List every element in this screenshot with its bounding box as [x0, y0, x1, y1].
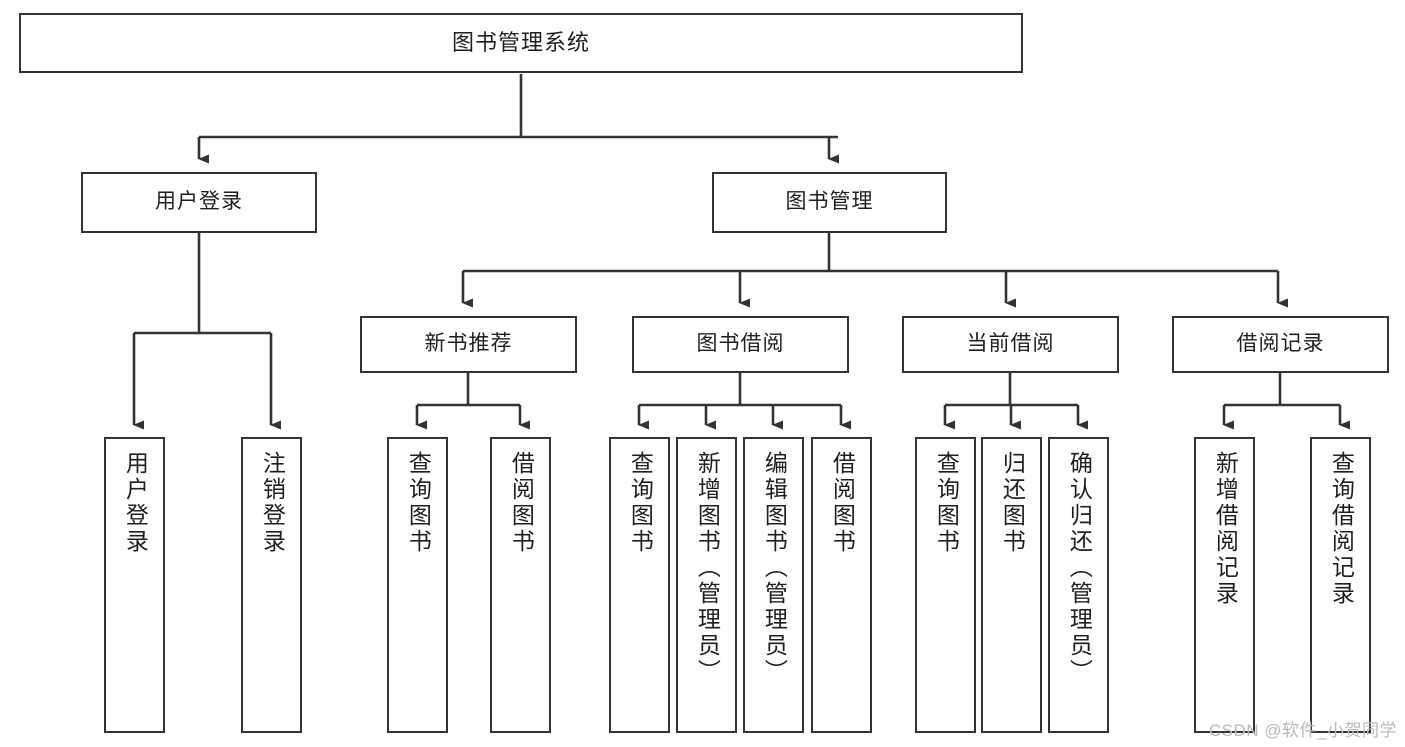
node-label: 新增图书（管理员）	[694, 451, 721, 685]
node-label: 图书管理	[785, 190, 874, 214]
node-label: 图书管理系统	[451, 30, 590, 56]
node-label: 查询图书	[627, 451, 654, 555]
node-leaf-query-book-2[interactable]: 查询图书	[609, 437, 670, 733]
node-label: 归还图书	[999, 451, 1026, 555]
node-label: 注销登录	[259, 451, 286, 555]
node-label: 用户登录	[122, 451, 149, 555]
node-label: 图书借阅	[696, 332, 785, 356]
node-leaf-query-record[interactable]: 查询借阅记录	[1310, 437, 1371, 733]
node-label: 用户登录	[155, 190, 243, 214]
node-leaf-add-record[interactable]: 新增借阅记录	[1194, 437, 1255, 733]
node-leaf-query-book-3[interactable]: 查询图书	[915, 437, 976, 733]
node-leaf-user-login[interactable]: 用户登录	[104, 437, 165, 733]
node-book-borrow[interactable]: 图书借阅	[632, 316, 849, 373]
csdn-watermark: CSDN @软件_小贺同学	[1208, 721, 1397, 740]
node-label: 确认归还（管理员）	[1066, 451, 1093, 685]
node-label: 查询图书	[405, 451, 432, 555]
node-current-borrow[interactable]: 当前借阅	[902, 316, 1119, 373]
node-label: 查询图书	[933, 451, 960, 555]
node-book-management-system[interactable]: 图书管理系统	[19, 13, 1023, 73]
node-book-manage[interactable]: 图书管理	[712, 172, 947, 233]
node-user-login[interactable]: 用户登录	[81, 172, 317, 233]
node-label: 新书推荐	[424, 332, 513, 356]
node-leaf-confirm-return[interactable]: 确认归还（管理员）	[1048, 437, 1109, 733]
node-label: 借阅记录	[1236, 332, 1325, 356]
node-borrow-record[interactable]: 借阅记录	[1172, 316, 1389, 373]
node-new-book-recommend[interactable]: 新书推荐	[360, 316, 577, 373]
node-leaf-borrow-book-2[interactable]: 借阅图书	[811, 437, 872, 733]
node-leaf-query-book-1[interactable]: 查询图书	[387, 437, 448, 733]
node-label: 查询借阅记录	[1328, 451, 1355, 607]
node-label: 新增借阅记录	[1212, 451, 1239, 607]
node-leaf-borrow-book-1[interactable]: 借阅图书	[490, 437, 551, 733]
node-label: 借阅图书	[829, 451, 856, 555]
node-leaf-edit-book[interactable]: 编辑图书（管理员）	[743, 437, 804, 733]
node-label: 当前借阅	[966, 332, 1055, 356]
node-leaf-add-book[interactable]: 新增图书（管理员）	[676, 437, 737, 733]
node-label: 编辑图书（管理员）	[761, 451, 788, 685]
node-leaf-logout-login[interactable]: 注销登录	[241, 437, 302, 733]
node-leaf-return-book[interactable]: 归还图书	[981, 437, 1042, 733]
node-label: 借阅图书	[508, 451, 535, 555]
